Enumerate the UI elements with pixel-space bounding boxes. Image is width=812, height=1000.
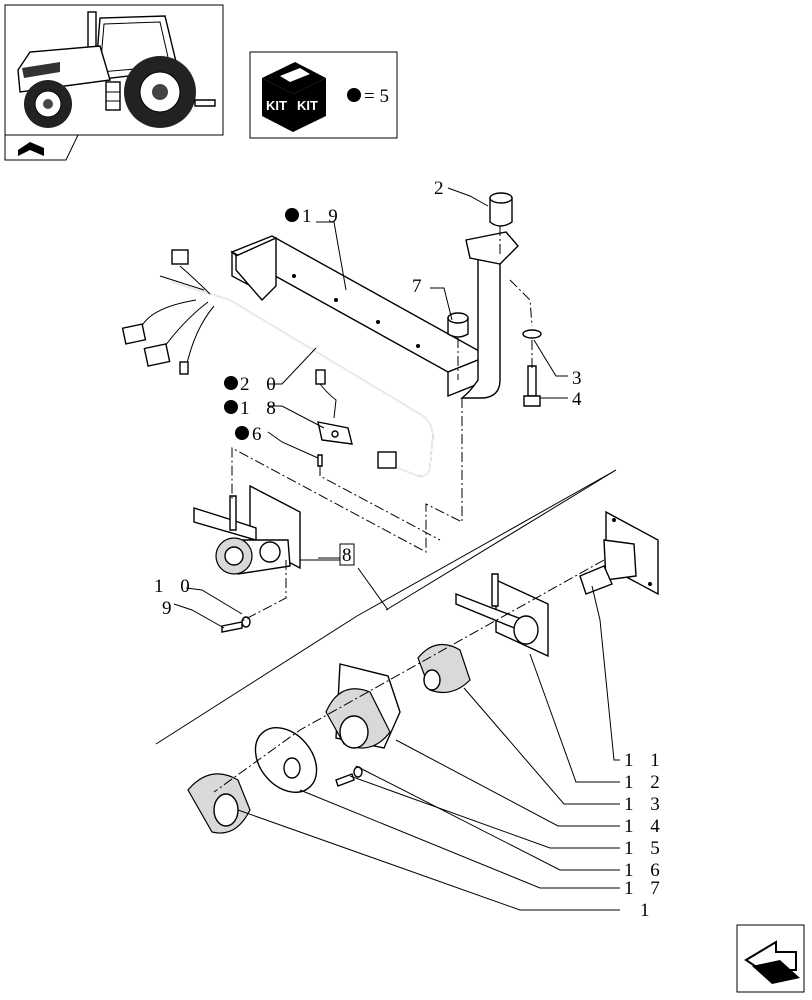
coupling-assembly — [193, 484, 340, 575]
callout-11: 1 1 — [624, 750, 666, 771]
kit-label-left: KIT — [266, 98, 287, 113]
bracket-arm — [230, 231, 519, 399]
sensor — [315, 369, 353, 467]
callout-7: 7 — [412, 276, 428, 297]
bushing — [489, 192, 513, 227]
screw — [317, 454, 323, 467]
callout-18: 1 8 — [240, 398, 282, 419]
screw-washer — [221, 616, 251, 633]
socket-housing — [325, 663, 401, 749]
next-page-arrow-icon[interactable] — [736, 924, 805, 993]
callout-4: 4 — [572, 389, 588, 410]
callout-13: 1 3 — [624, 794, 666, 815]
kit-bullet-icon — [347, 88, 361, 102]
callout-8: 8 — [342, 545, 358, 566]
kit-box-icon: KIT KIT — [262, 62, 326, 132]
callout-17: 1 7 — [624, 878, 666, 899]
callout-19: 1 9 — [302, 206, 344, 227]
callout-16: 1 6 — [624, 860, 666, 881]
nut — [447, 312, 469, 338]
callout-2: 2 — [434, 178, 450, 199]
kit-label-right: KIT — [297, 98, 318, 113]
small-screw — [335, 766, 363, 787]
callout-labels: 2 1 9 7 3 4 2 0 1 8 6 8 1 0 9 1 1 1 2 1 … — [154, 178, 666, 921]
section-nav-icon[interactable] — [4, 134, 79, 161]
callout-8-box — [339, 543, 355, 566]
kit-markers — [224, 208, 299, 440]
flange-fitting — [579, 510, 659, 596]
callout-10: 1 0 — [154, 576, 196, 597]
callout-14: 1 4 — [624, 816, 666, 837]
knob — [187, 773, 251, 834]
callout-6: 6 — [252, 424, 268, 445]
dust-cover — [254, 727, 318, 793]
wiring-harness — [121, 249, 434, 477]
kit-box: KIT KIT = 5 — [249, 51, 398, 139]
tractor-thumbnail[interactable] — [4, 4, 224, 136]
callout-1: 1 — [640, 900, 656, 921]
bolt — [523, 365, 541, 407]
washer — [522, 329, 542, 339]
callout-9: 9 — [162, 598, 178, 619]
kit-quantity: = 5 — [364, 86, 389, 107]
callout-3: 3 — [572, 368, 588, 389]
separator — [155, 615, 358, 745]
callout-20: 2 0 — [240, 374, 282, 395]
cap — [417, 643, 471, 693]
callout-12: 1 2 — [624, 772, 666, 793]
callout-15: 1 5 — [624, 838, 666, 859]
mount-bracket — [455, 573, 549, 658]
